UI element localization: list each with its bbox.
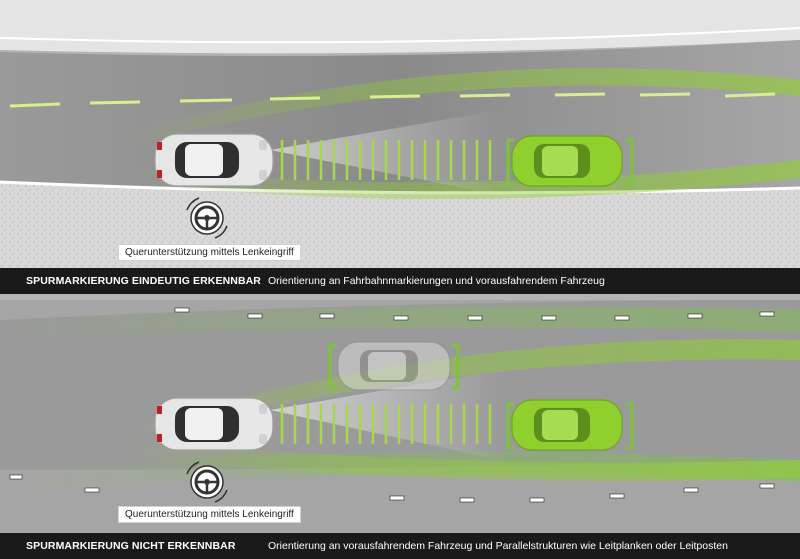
caption-title-2: SPURMARKIERUNG NICHT ERKENNBAR: [26, 540, 236, 552]
caption-text-2: Orientierung an vorausfahrendem Fahrzeug…: [268, 540, 728, 552]
scan-bars-2: [280, 404, 492, 444]
target-brackets-1: [506, 138, 634, 186]
lane-band-upper: [120, 68, 800, 148]
scan-bars-1: [280, 140, 492, 180]
caption-text-1: Orientierung an Fahrbahnmarkierungen und…: [268, 275, 605, 287]
guide-band-upper: [0, 306, 800, 340]
lane-band-lower: [120, 160, 800, 200]
target-brackets-2: [506, 402, 634, 450]
lead-car-1: [511, 135, 623, 187]
side-car-2: [337, 341, 451, 391]
dashed-lane-line: [9, 92, 776, 108]
caption-bar-1: SPURMARKIERUNG EINDEUTIG ERKENNBAR Orien…: [0, 268, 800, 294]
lead-car-2: [511, 399, 623, 451]
reflector-posts-upper: [174, 307, 775, 321]
ego-car-2: [154, 397, 274, 451]
upper-roadside: [0, 0, 800, 54]
panel-1-scene: [0, 0, 800, 268]
steering-wheel-icon: [186, 197, 228, 239]
steering-callout-2: Querunterstützung mittels Lenkeingriff: [118, 506, 301, 523]
steering-callout-1: Querunterstützung mittels Lenkeingriff: [118, 244, 301, 261]
ego-car-1: [154, 133, 274, 187]
target-brackets-side: [328, 343, 460, 390]
panel-2-scene: [0, 294, 800, 535]
reflector-posts-lower: [9, 474, 775, 503]
caption-bar-2: SPURMARKIERUNG NICHT ERKENNBAR Orientier…: [0, 533, 800, 559]
caption-title-1: SPURMARKIERUNG EINDEUTIG ERKENNBAR: [26, 275, 261, 287]
lane-band-2-upper: [120, 339, 800, 442]
steering-wheel-icon: [186, 461, 228, 503]
lane-band-2-lower: [120, 440, 800, 482]
